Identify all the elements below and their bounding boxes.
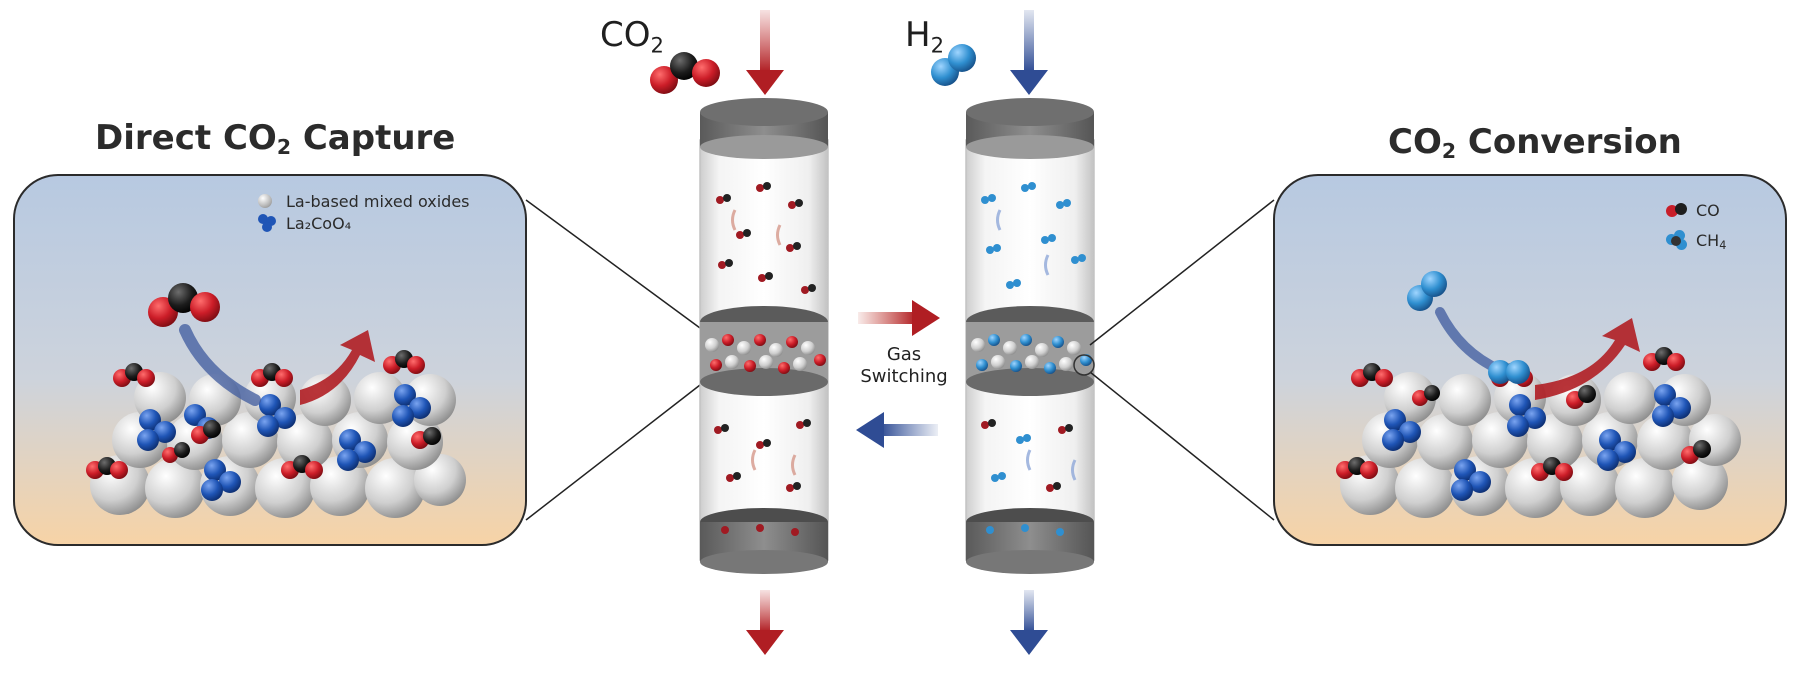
legend-item-co: CO xyxy=(1666,196,1726,224)
gas-switching-label: Gas Switching xyxy=(852,344,956,388)
co2-input-label: CO2 xyxy=(600,15,664,58)
right-panel xyxy=(1273,174,1787,546)
left-reactor xyxy=(699,10,829,655)
legend-item-mixed-oxides: La-based mixed oxides xyxy=(258,190,470,212)
gas-switching-line1: Gas xyxy=(886,344,922,365)
legend-item-ch4: CH4 xyxy=(1666,224,1726,258)
h2-input-label: H2 xyxy=(905,15,944,58)
co-molecule-icon xyxy=(1666,203,1688,217)
grey-sphere-icon xyxy=(258,194,272,208)
left-bed-particles xyxy=(705,334,826,374)
left-title-pre: Direct CO xyxy=(95,118,277,158)
legend-label-co: CO xyxy=(1696,200,1720,220)
right-panel-title: CO2 Conversion xyxy=(1388,122,1682,163)
product-release-arrow xyxy=(1535,318,1640,400)
legend-label-ch4: CH4 xyxy=(1696,230,1727,252)
la2coo4-clusters-left xyxy=(137,384,431,501)
la2coo4-clusters-right xyxy=(1382,384,1691,501)
zoom-line-left-bottom xyxy=(525,384,701,521)
right-flow-molecules xyxy=(981,182,1086,536)
right-legend: CO CH4 xyxy=(1666,196,1726,258)
ch4-molecule-icon xyxy=(1666,230,1688,252)
right-title-post: Conversion xyxy=(1456,122,1682,162)
gas-switching-arrows xyxy=(856,300,940,448)
left-legend: La-based mixed oxides La₂CoO₄ xyxy=(258,190,470,234)
zoom-line-right-top xyxy=(1089,199,1275,346)
legend-item-la2coo4: La₂CoO₄ xyxy=(258,212,470,234)
legend-label-mixed-oxides: La-based mixed oxides xyxy=(286,191,470,211)
incoming-co2-molecule xyxy=(148,283,220,327)
release-arrow xyxy=(300,330,375,405)
adsorbed-co2-left xyxy=(86,350,441,479)
left-flow-molecules xyxy=(714,182,816,536)
zoom-line-left-top xyxy=(525,199,701,329)
gas-switching-line2: Switching xyxy=(860,366,948,387)
left-panel xyxy=(13,174,527,546)
h2-on-surface xyxy=(1488,360,1530,384)
right-bed-particles xyxy=(971,334,1092,374)
co2-molecule-icon xyxy=(650,52,720,94)
right-reactor xyxy=(965,10,1095,655)
right-title-pre: CO xyxy=(1388,122,1442,162)
left-title-sub: 2 xyxy=(276,135,292,160)
left-title-post: Capture xyxy=(291,118,456,158)
incoming-h2-molecule xyxy=(1407,271,1447,311)
legend-label-la2coo4: La₂CoO₄ xyxy=(286,213,352,233)
right-title-sub: 2 xyxy=(1441,139,1457,164)
blue-cluster-icon xyxy=(258,214,276,232)
left-panel-title: Direct CO2 Capture xyxy=(95,118,455,159)
zoom-line-right-bottom xyxy=(1089,371,1275,521)
h2-molecule-icon xyxy=(931,44,976,86)
adsorption-swoosh xyxy=(179,324,261,406)
